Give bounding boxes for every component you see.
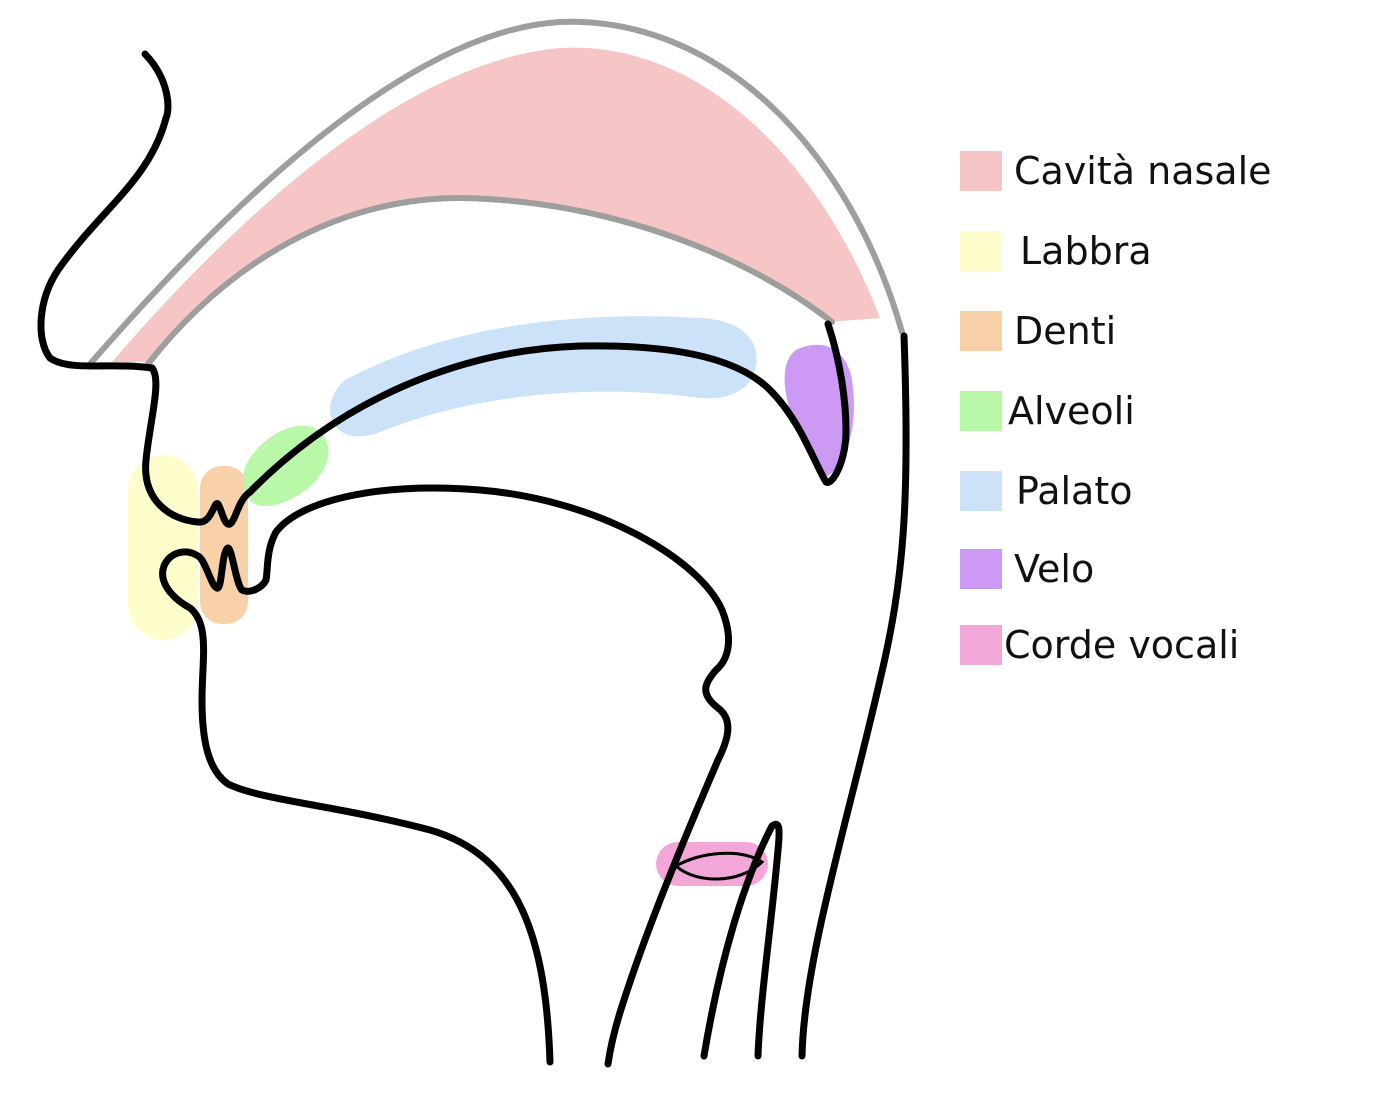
legend-swatch-velum [960,549,1002,589]
upper-lip-outline [142,364,254,528]
velum-region [784,344,854,476]
lips-region [128,455,198,640]
legend-swatch-teeth [960,311,1002,351]
trachea-outline [700,820,783,1060]
legend-swatch-lips [960,231,1002,271]
nasal-cavity-region [112,47,880,363]
lower-lip-chin-outline [262,484,732,1068]
legend-label-vocal-cords: Corde vocali [1004,623,1240,667]
nasal-cavity-outer-outline [87,18,905,367]
legend-label-nasal-cavity: Cavità nasale [1014,149,1272,193]
legend-label-velum: Velo [1014,547,1095,591]
throat-back-outline [798,332,910,1060]
nose-outline [37,50,172,372]
legend-label-alveoli: Alveoli [1008,389,1135,433]
legend-label-teeth: Denti [1014,309,1117,353]
legend-swatch-nasal-cavity [960,151,1002,191]
legend-label-lips: Labbra [1020,229,1152,273]
legend-swatch-palate [960,471,1002,511]
palate-region [330,316,757,437]
nasal-cavity-inner-outline [145,194,835,367]
legend-label-palate: Palato [1016,469,1133,513]
lower-teeth-outline [159,544,554,1066]
head-outline [37,50,910,1068]
teeth-region [200,466,248,624]
vocal-cords-outline [673,851,765,881]
palate-outline [246,320,850,496]
legend-swatch-vocal-cords [960,625,1002,665]
legend-swatch-alveoli [960,391,1002,431]
